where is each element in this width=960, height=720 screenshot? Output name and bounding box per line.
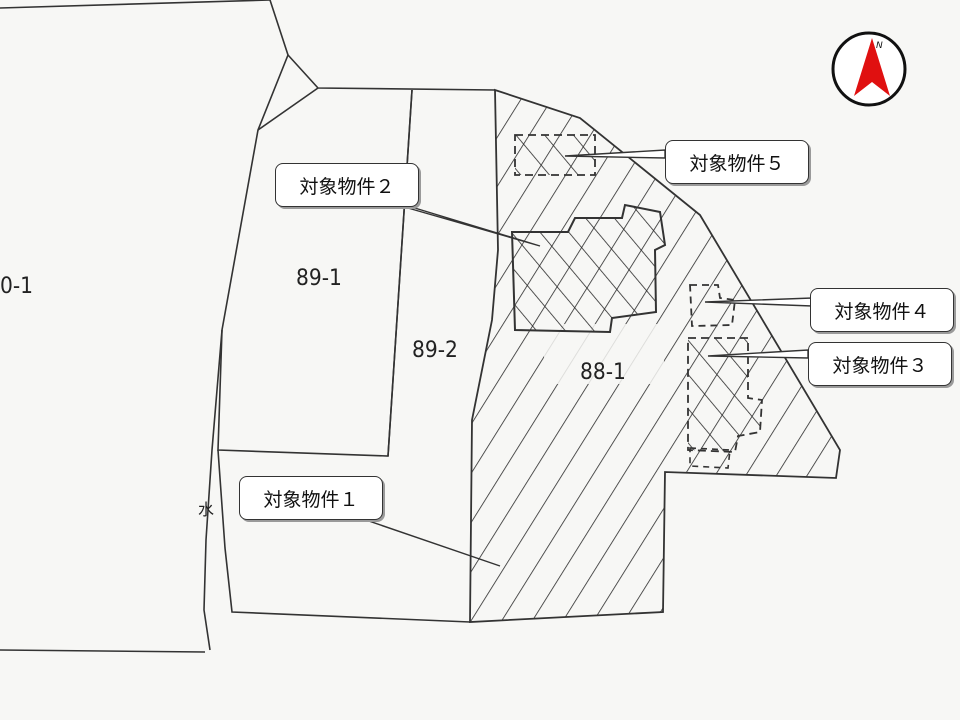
parcel-label-88-1: 88-1: [580, 360, 626, 385]
compass-letter: N: [876, 41, 883, 51]
callout-target-1[interactable]: 対象物件１: [239, 476, 383, 520]
target-3-block: [687, 337, 763, 469]
callout-target-2[interactable]: 対象物件２: [275, 163, 419, 207]
target-2-block: [510, 203, 667, 334]
parcel-boundaries: [0, 0, 496, 653]
parcel-label-89-1: 89-1: [296, 266, 342, 291]
callout-leaders: [359, 149, 813, 567]
target-parcel-hatched: [469, 88, 841, 623]
callout-target-5[interactable]: 対象物件５: [665, 140, 809, 184]
north-arrow-icon: N: [830, 30, 908, 108]
target-4-block: [689, 284, 736, 327]
target-5-block: [514, 134, 596, 176]
water-label: 水: [198, 500, 215, 519]
callout-target-3[interactable]: 対象物件３: [808, 342, 952, 386]
parcel-label-89-2: 89-2: [412, 338, 458, 363]
compass-needle: [854, 38, 890, 96]
parcel-label-80-1: 0-1: [0, 274, 34, 299]
callout-target-4[interactable]: 対象物件４: [810, 288, 954, 332]
